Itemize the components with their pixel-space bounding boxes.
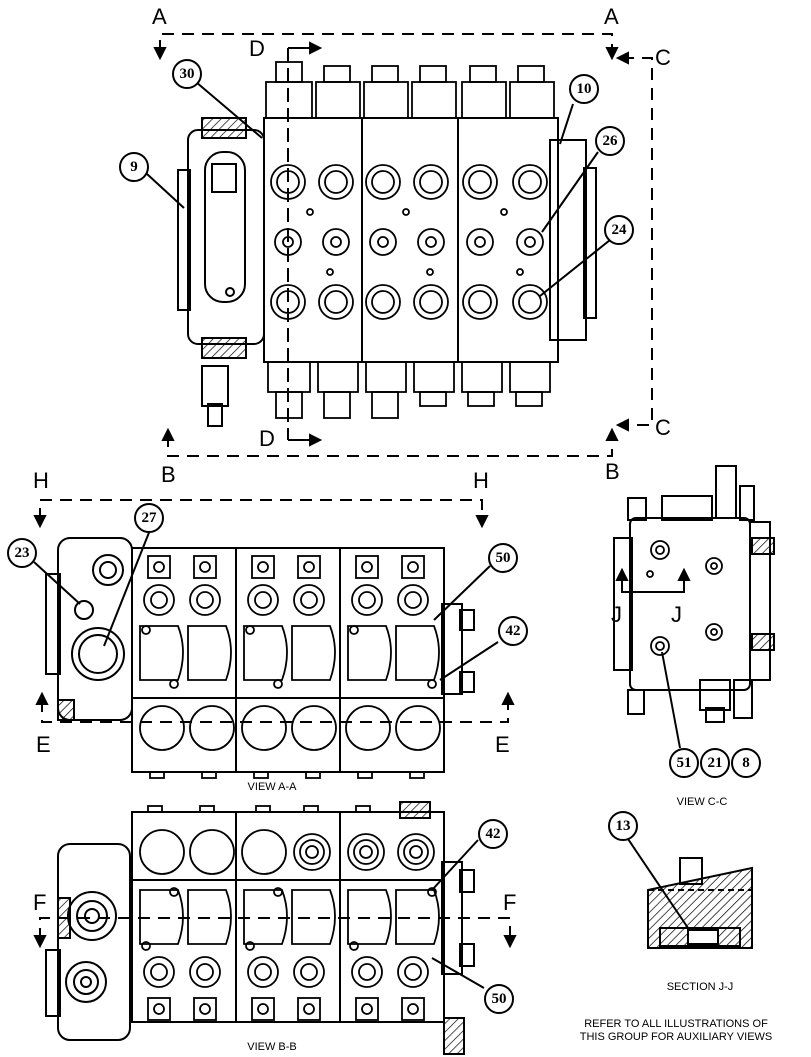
section-letter-h-left: H bbox=[33, 468, 49, 493]
section-letter-e-left: E bbox=[36, 732, 51, 757]
callout-10: 10 bbox=[569, 74, 599, 104]
callout-27: 27 bbox=[134, 503, 164, 533]
callout-26: 26 bbox=[595, 126, 625, 156]
section-letter-c-bottom: C bbox=[655, 415, 671, 440]
callout-42-bottom: 42 bbox=[478, 819, 508, 849]
section-letter-a-right: A bbox=[604, 4, 619, 29]
callout-24: 24 bbox=[604, 215, 634, 245]
section-letter-b-top: B bbox=[161, 462, 176, 487]
section-jj-caption: SECTION J-J bbox=[666, 981, 734, 993]
auxiliary-note-line-1: REFER TO ALL ILLUSTRATIONS OF bbox=[584, 1018, 768, 1030]
callout-23: 23 bbox=[7, 538, 37, 568]
section-letter-a-left: A bbox=[152, 4, 167, 29]
callout-9: 9 bbox=[119, 152, 149, 182]
callout-13: 13 bbox=[608, 811, 638, 841]
section-letter-j-right: J bbox=[671, 602, 682, 627]
view-cc-caption: VIEW C-C bbox=[676, 796, 728, 808]
view-bb-caption: VIEW B-B bbox=[247, 1041, 297, 1053]
section-letter-e-right: E bbox=[495, 732, 510, 757]
callout-21: 21 bbox=[700, 748, 730, 778]
section-letter-d-top: D bbox=[249, 36, 265, 61]
view-bb bbox=[33, 801, 517, 1055]
section-letter-b-right: B bbox=[605, 459, 620, 484]
callout-50-bottom: 50 bbox=[484, 984, 514, 1014]
auxiliary-note-line-2: THIS GROUP FOR AUXILIARY VIEWS bbox=[579, 1031, 773, 1043]
section-letter-h-right: H bbox=[473, 468, 489, 493]
top-view bbox=[146, 33, 653, 457]
section-jj bbox=[625, 835, 753, 949]
section-letter-d-bottom: D bbox=[259, 426, 275, 451]
section-letter-j-left: J bbox=[611, 602, 622, 627]
view-cc bbox=[613, 465, 775, 749]
view-aa-caption: VIEW A-A bbox=[247, 781, 297, 793]
callout-8: 8 bbox=[731, 748, 761, 778]
section-letter-f-right: F bbox=[503, 890, 517, 915]
view-aa bbox=[33, 499, 515, 779]
callout-30: 30 bbox=[172, 59, 202, 89]
section-letter-c-top: C bbox=[655, 45, 671, 70]
auxiliary-views-note: REFER TO ALL ILLUSTRATIONS OF THIS GROUP… bbox=[552, 1018, 800, 1044]
callout-42-top: 42 bbox=[498, 616, 528, 646]
section-letter-f-left: F bbox=[33, 890, 47, 915]
callout-50-top: 50 bbox=[488, 543, 518, 573]
callout-51: 51 bbox=[669, 748, 699, 778]
